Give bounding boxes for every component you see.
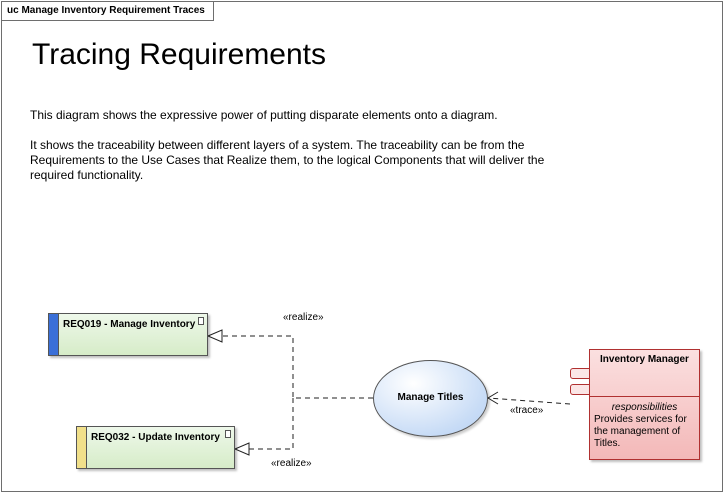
use-case-manage-titles[interactable]: Manage Titles [373, 360, 488, 437]
description-note-2: It shows the traceability between differ… [30, 138, 545, 182]
requirement-req019[interactable]: REQ019 - Manage Inventory [48, 313, 208, 356]
description-note-1: This diagram shows the expressive power … [30, 108, 498, 122]
realize-connector-top [208, 335, 373, 399]
realize-label-bottom: «realize» [271, 458, 312, 469]
requirement-label: REQ019 - Manage Inventory [63, 319, 196, 330]
requirement-icon [225, 430, 231, 438]
component-inventory-manager[interactable]: Inventory Manager responsibilities Provi… [589, 349, 700, 460]
diagram-title: Tracing Requirements [32, 38, 327, 71]
trace-label: «trace» [510, 405, 544, 416]
component-compartment-title: responsibilities [611, 402, 678, 413]
requirement-stripe [49, 314, 59, 355]
trace-connector [487, 397, 571, 405]
requirement-req032[interactable]: REQ032 - Update Inventory [76, 426, 235, 469]
realize-arrowhead-bottom [233, 442, 250, 456]
use-case-label: Manage Titles [397, 392, 464, 403]
diagram-frame-label: uc Manage Inventory Requirement Traces [2, 2, 214, 21]
component-compartment-text: Provides services for the management of … [594, 414, 687, 449]
requirement-stripe [77, 427, 87, 468]
realize-arrowhead-top [206, 329, 223, 343]
trace-arrowhead [487, 391, 499, 405]
realize-connector-bottom [235, 398, 294, 450]
component-divider [590, 396, 699, 397]
component-name: Inventory Manager [600, 354, 689, 365]
requirement-icon [198, 317, 204, 325]
requirement-label: REQ032 - Update Inventory [91, 432, 220, 443]
realize-label-top: «realize» [283, 312, 324, 323]
